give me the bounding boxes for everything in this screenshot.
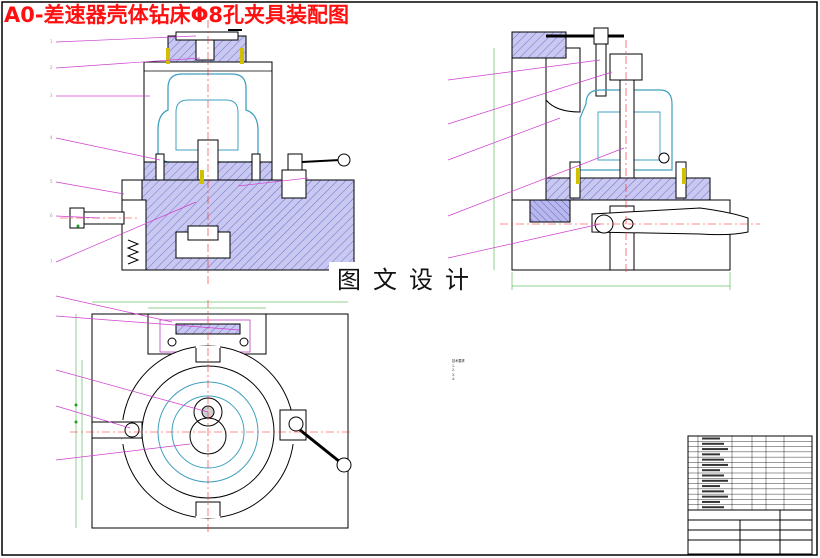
svg-text:3: 3: [50, 93, 53, 98]
bom-cell-text: [702, 485, 720, 488]
side-view-dimensions: [493, 48, 731, 290]
bom-cell-text: [702, 448, 728, 451]
technical-note-1: 1.: [452, 363, 456, 368]
bom-cell-text: [702, 437, 720, 440]
technical-notes: 技术要求 1. 2. 3. 4.: [452, 359, 465, 382]
bom-cell-text: [702, 506, 724, 509]
svg-text:2: 2: [50, 65, 53, 70]
technical-note-2: 2.: [452, 368, 456, 373]
bom-cell-text: [702, 474, 724, 477]
bom-cell-text: [702, 469, 720, 472]
technical-note-4: 4.: [452, 377, 456, 382]
bom-cell-text: [702, 479, 728, 482]
bom-cell-text: [702, 463, 728, 466]
bom-cell-text: [702, 495, 728, 498]
bom-cell-text: [702, 458, 724, 461]
bom-cell-text: [702, 490, 724, 493]
front-view-leaders: [55, 35, 309, 263]
bom-cell-text: [702, 500, 720, 503]
svg-text:5: 5: [50, 179, 53, 184]
watermark-label: 图文设计: [329, 262, 489, 298]
side-view-leaders: [447, 59, 625, 259]
svg-text:1: 1: [50, 39, 53, 44]
bom-table: [688, 436, 812, 510]
technical-notes-heading: 技术要求: [452, 359, 465, 363]
svg-text:6: 6: [50, 213, 53, 218]
svg-text:4: 4: [50, 135, 53, 140]
title-block: [687, 435, 813, 555]
bom-cell-text: [702, 442, 724, 445]
top-view: [70, 300, 352, 534]
top-view-dimensions: [75, 301, 348, 528]
front-view-balloons: 1 2 3 4 5 6 7: [50, 39, 53, 264]
top-view-markers: [74, 224, 80, 424]
svg-text:7: 7: [50, 259, 53, 264]
top-view-leaders: [55, 295, 241, 461]
drawing-title: A0-差速器壳体钻床Φ8孔夹具装配图: [4, 3, 350, 27]
technical-note-3: 3.: [452, 372, 456, 377]
front-view: [60, 20, 355, 285]
bom-cell-text: [702, 453, 720, 456]
